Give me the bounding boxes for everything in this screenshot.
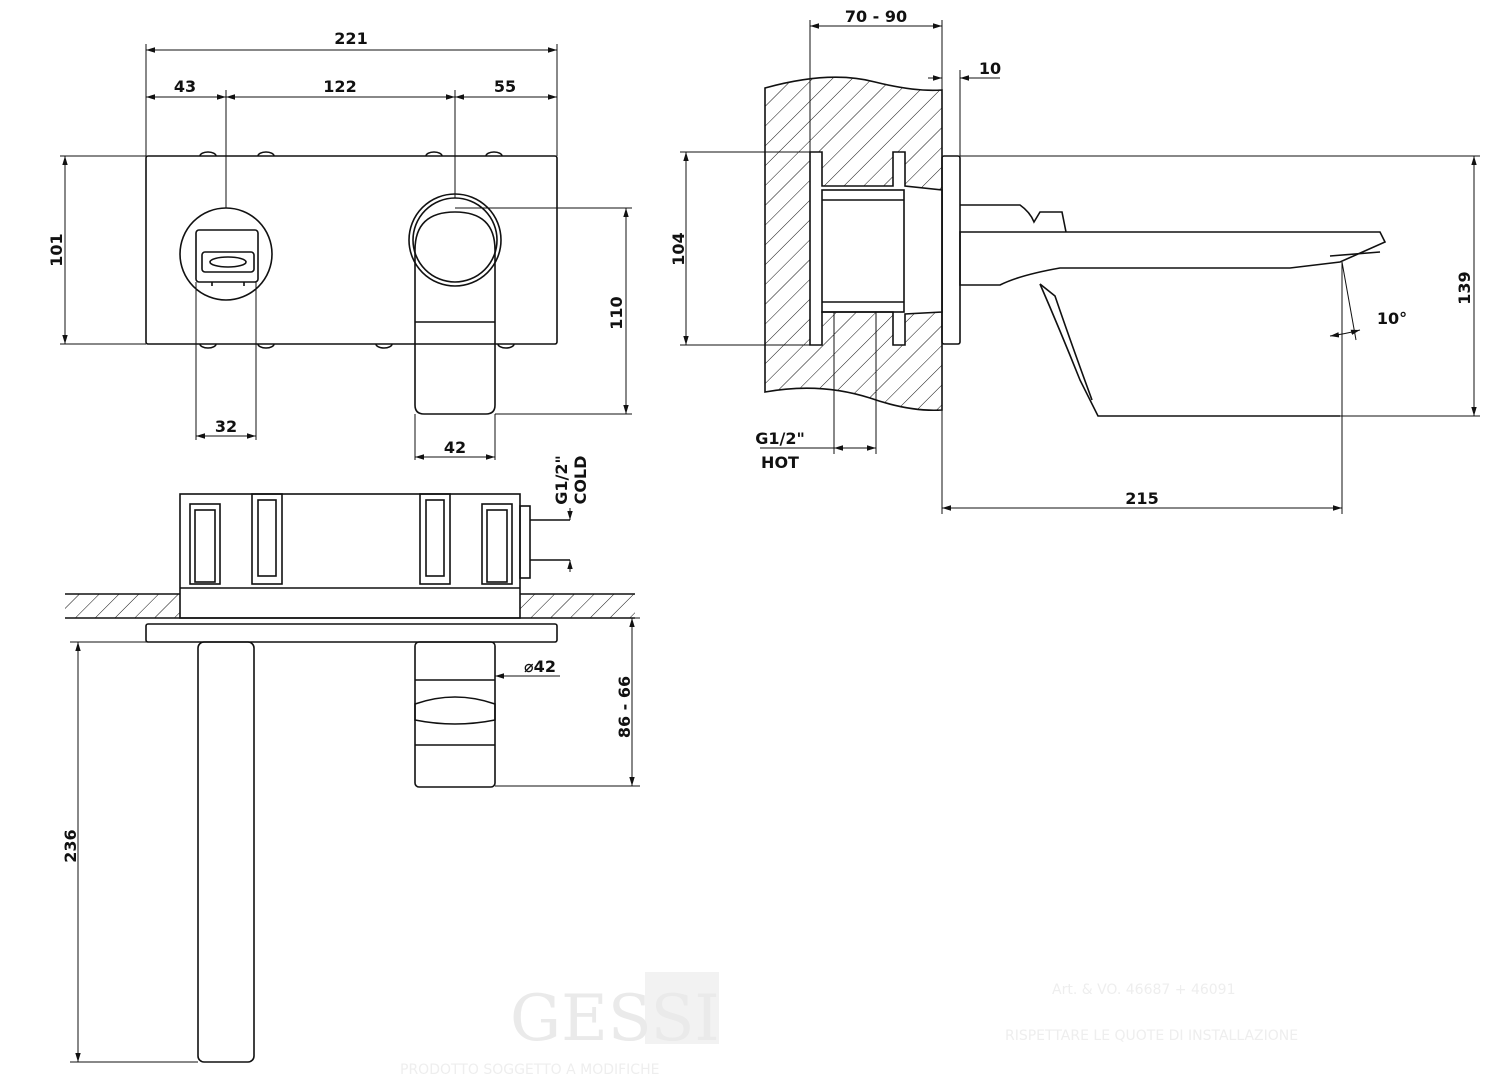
side-dim-labels: 70 - 90 10 104 139 10° 215 G1/2" HOT bbox=[669, 7, 1474, 508]
dim-wall-depth: 70 - 90 bbox=[845, 7, 907, 26]
dim-handle-diameter: ⌀42 bbox=[524, 657, 556, 676]
front-dim-labels: 221 43 122 55 101 110 32 42 bbox=[47, 29, 626, 457]
mixer-handle bbox=[408, 193, 502, 415]
watermark: GESSI Art. & VO. 46687 + 46091 RISPETTAR… bbox=[400, 972, 1298, 1078]
watermark-logo: GESSI bbox=[510, 982, 720, 1056]
side-view: 70 - 90 10 104 139 10° 215 G1/2" HOT bbox=[669, 7, 1480, 514]
front-dimensions bbox=[60, 44, 632, 460]
dim-handle-projection: 86 - 66 bbox=[615, 676, 634, 738]
dim-handle-height: 110 bbox=[607, 296, 626, 329]
dim-spout-length: 236 bbox=[61, 829, 80, 862]
dim-body-height: 104 bbox=[669, 232, 688, 265]
top-view: G1/2" COLD ⌀42 86 - 66 236 bbox=[61, 455, 640, 1063]
dim-spout-angle: 10° bbox=[1377, 309, 1407, 328]
front-wall-plate bbox=[145, 155, 558, 345]
dim-overall-width: 221 bbox=[334, 29, 367, 48]
spout-side bbox=[959, 231, 1387, 286]
dim-total-height: 139 bbox=[1455, 271, 1474, 304]
hot-thread-label: G1/2" bbox=[755, 429, 805, 448]
top-dim-labels: G1/2" COLD ⌀42 86 - 66 236 bbox=[61, 455, 634, 862]
watermark-line2: PRODOTTO SOGGETTO A MODIFICHE bbox=[400, 1062, 659, 1078]
dim-left-offset: 43 bbox=[174, 77, 196, 96]
front-view bbox=[60, 44, 632, 460]
dim-diverter-width: 32 bbox=[215, 417, 237, 436]
concealed-body-top bbox=[179, 493, 521, 619]
top-wall-section bbox=[65, 594, 635, 618]
dim-plate-height: 101 bbox=[47, 233, 66, 266]
watermark-logo-box bbox=[645, 972, 719, 1044]
cold-label: COLD bbox=[571, 456, 590, 505]
handle-top bbox=[414, 641, 496, 788]
dim-plate-thickness: 10 bbox=[979, 59, 1001, 78]
cold-thread-label: G1/2" bbox=[552, 455, 571, 505]
watermark-line1: RISPETTARE LE QUOTE DI INSTALLAZIONE bbox=[1005, 1028, 1298, 1044]
hot-label: HOT bbox=[761, 453, 799, 472]
diverter-knob bbox=[179, 207, 273, 301]
watermark-code: Art. & VO. 46687 + 46091 bbox=[1052, 982, 1235, 998]
dim-handle-width: 42 bbox=[444, 438, 466, 457]
dim-right-offset: 55 bbox=[494, 77, 516, 96]
top-wall-plate bbox=[145, 623, 558, 643]
dim-center-spacing: 122 bbox=[323, 77, 356, 96]
spout-top bbox=[197, 641, 255, 1063]
side-wall-plate bbox=[941, 155, 961, 345]
dim-spout-projection: 215 bbox=[1125, 489, 1158, 508]
